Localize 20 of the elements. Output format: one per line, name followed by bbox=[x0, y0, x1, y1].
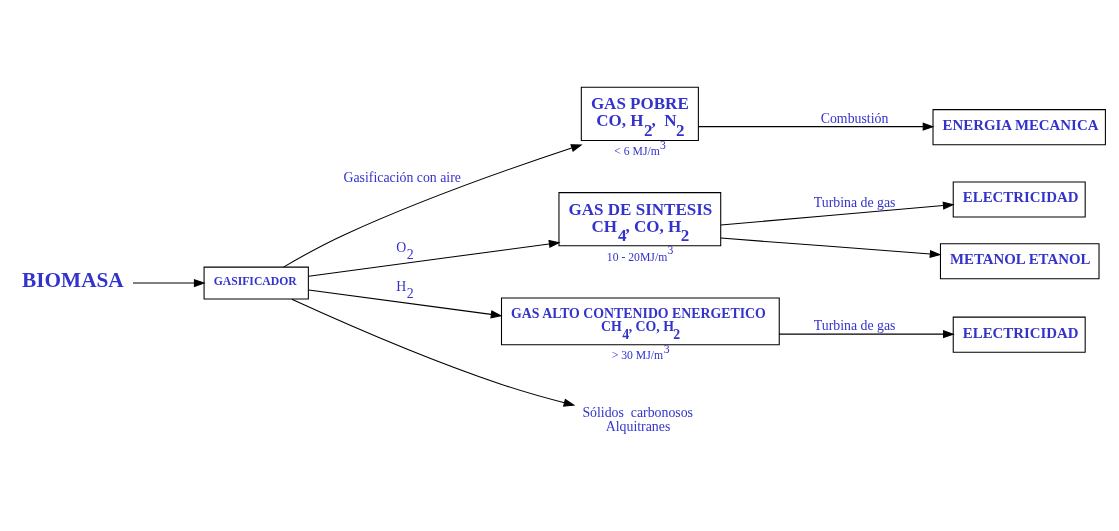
arrow bbox=[291, 298, 576, 407]
edge-label: Turbina de gas bbox=[813, 318, 896, 334]
node-box: GASIFICADOR bbox=[203, 266, 309, 300]
node-text: BIOMASA bbox=[22, 268, 124, 293]
arrow bbox=[778, 330, 955, 339]
node-box: ELECTRICIDAD bbox=[952, 181, 1086, 218]
node-box: METANOL ETANOL bbox=[939, 243, 1100, 280]
edge-label: Combustión bbox=[820, 110, 889, 126]
node-box: ELECTRICIDAD bbox=[952, 316, 1086, 353]
arrow bbox=[308, 239, 561, 277]
arrow bbox=[720, 237, 942, 259]
arrow bbox=[698, 122, 935, 131]
arrow bbox=[720, 201, 955, 226]
node-text: Sólidos carbonosos Alquitranes bbox=[582, 404, 694, 435]
node-box: ENERGIA MECANICA bbox=[932, 109, 1106, 146]
arrow bbox=[308, 289, 503, 319]
edge-label: Turbina de gas bbox=[813, 194, 896, 210]
arrow bbox=[283, 144, 583, 268]
arrow bbox=[132, 278, 206, 288]
edge-label: Gasificación con aire bbox=[343, 170, 461, 186]
